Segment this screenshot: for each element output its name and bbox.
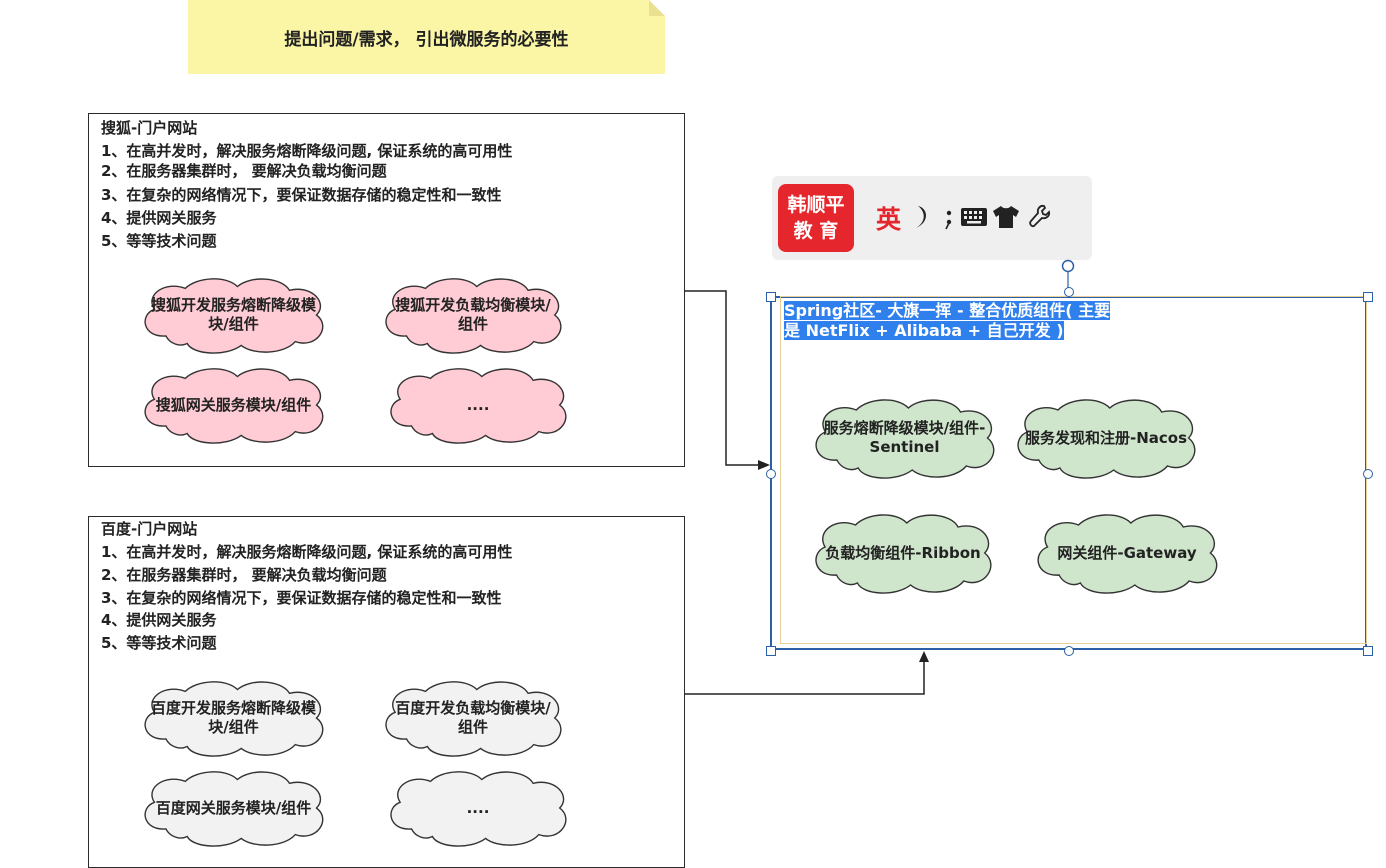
ime-brand-logo[interactable]: 韩顺平 教 育 <box>778 184 854 252</box>
baidu-cloud-gateway[interactable]: 百度网关服务模块/组件 <box>137 770 330 847</box>
keyboard-icon[interactable] <box>960 207 988 227</box>
rotate-handle <box>1061 259 1075 273</box>
resize-handle-left[interactable] <box>766 469 776 479</box>
cloud-shape <box>815 399 995 479</box>
sohu-cloud-more[interactable]: .... <box>383 367 573 444</box>
cloud-label: 搜狐开发负载均衡模块/组件 <box>395 296 551 333</box>
sohu-cloud-load-balancer[interactable]: 搜狐开发负载均衡模块/组件 <box>378 277 568 354</box>
baidu-line: 1、在高并发时，解决服务熔断降级问题, 保证系统的高可用性 <box>101 543 513 561</box>
cloud-shape <box>390 368 567 444</box>
resize-handle-top-left[interactable] <box>766 292 776 302</box>
resize-handle-right[interactable] <box>1363 469 1373 479</box>
shirt-icon[interactable] <box>992 205 1020 229</box>
cloud-label: 百度网关服务模块/组件 <box>155 798 312 817</box>
cloud-label: 百度开发服务熔断降级模块/组件 <box>151 699 317 736</box>
sohu-line: 1、在高并发时，解决服务熔断降级问题, 保证系统的高可用性 <box>101 142 513 160</box>
cloud-shape <box>1037 514 1218 594</box>
spring-cloud-nacos[interactable]: 服务发现和注册-Nacos <box>1010 398 1202 479</box>
baidu-line: 4、提供网关服务 <box>101 611 217 629</box>
cloud-shape <box>815 514 992 594</box>
punctuation-icon[interactable] <box>942 208 956 230</box>
sohu-line: 2、在服务器集群时， 要解决负载均衡问题 <box>101 162 387 180</box>
baidu-line: 5、等等技术问题 <box>101 634 217 652</box>
baidu-cloud-load-balancer[interactable]: 百度开发负载均衡模块/组件 <box>378 680 568 757</box>
cloud-label: 服务熔断降级模块/组件-Sentinel <box>823 419 986 456</box>
cloud-label: 服务发现和注册-Nacos <box>1024 428 1188 447</box>
resize-handle-top[interactable] <box>1064 287 1074 297</box>
spring-cloud-ribbon[interactable]: 负载均衡组件-Ribbon <box>808 513 998 594</box>
resize-handle-bottom[interactable] <box>1064 646 1074 656</box>
spring-title: Spring社区- 大旗一挥 - 整合优质组件( 主要是 NetFlix + A… <box>784 301 1124 341</box>
ime-mode-indicator[interactable]: 英 <box>876 205 902 234</box>
resize-handle-top-right[interactable] <box>1363 292 1373 302</box>
sohu-line: 4、提供网关服务 <box>101 209 217 227</box>
cloud-shape <box>144 368 324 444</box>
resize-handle-bottom-left[interactable] <box>766 646 776 656</box>
baidu-line: 3、在复杂的网络情况下，要保证数据存储的稳定性和一致性 <box>101 589 502 607</box>
note-text: 提出问题/需求， 引出微服务的必要性 <box>284 30 569 50</box>
resize-handle-bottom-right[interactable] <box>1363 646 1373 656</box>
cloud-shape <box>390 771 567 847</box>
spring-cloud-gateway[interactable]: 网关组件-Gateway <box>1030 513 1224 594</box>
spring-title-text: Spring社区- 大旗一挥 - 整合优质组件( 主要是 NetFlix + A… <box>784 301 1111 340</box>
cloud-shape <box>385 681 562 757</box>
baidu-cloud-circuit-breaker[interactable]: 百度开发服务熔断降级模块/组件 <box>137 680 330 757</box>
cloud-shape <box>144 681 324 757</box>
cloud-label: 搜狐开发服务熔断降级模块/组件 <box>151 296 317 333</box>
spring-community-group[interactable]: Spring社区- 大旗一挥 - 整合优质组件( 主要是 NetFlix + A… <box>770 296 1367 650</box>
baidu-title: 百度-门户网站 <box>101 520 198 538</box>
cloud-shape <box>144 278 324 354</box>
cloud-shape <box>144 771 324 847</box>
cloud-shape <box>385 278 562 354</box>
cloud-label: .... <box>466 798 490 817</box>
title-sticky-note[interactable]: 提出问题/需求， 引出微服务的必要性 <box>188 0 665 74</box>
sohu-cloud-circuit-breaker[interactable]: 搜狐开发服务熔断降级模块/组件 <box>137 277 330 354</box>
cloud-label: 网关组件-Gateway <box>1057 543 1197 562</box>
baidu-cloud-more[interactable]: .... <box>383 770 573 847</box>
moon-icon[interactable] <box>912 204 934 230</box>
spring-cloud-sentinel[interactable]: 服务熔断降级模块/组件-Sentinel <box>808 398 1001 479</box>
wrench-icon[interactable] <box>1028 204 1052 230</box>
sohu-to-spring-connector <box>685 290 768 466</box>
cloud-label: 负载均衡组件-Ribbon <box>825 543 981 562</box>
cloud-label: .... <box>466 395 490 414</box>
cloud-label: 搜狐网关服务模块/组件 <box>155 395 312 414</box>
connector-arrowhead <box>919 651 929 662</box>
cloud-label: 百度开发负载均衡模块/组件 <box>395 699 551 736</box>
ime-toolbar[interactable]: 韩顺平 教 育 英 <box>772 176 1092 260</box>
baidu-to-spring-connector <box>685 658 925 695</box>
note-folded-corner <box>649 0 665 16</box>
sohu-line: 3、在复杂的网络情况下，要保证数据存储的稳定性和一致性 <box>101 186 502 204</box>
baidu-line: 2、在服务器集群时， 要解决负载均衡问题 <box>101 566 387 584</box>
cloud-shape <box>1017 399 1196 479</box>
sohu-title: 搜狐-门户网站 <box>101 119 198 137</box>
sohu-cloud-gateway[interactable]: 搜狐网关服务模块/组件 <box>137 367 330 444</box>
sohu-line: 5、等等技术问题 <box>101 232 217 250</box>
